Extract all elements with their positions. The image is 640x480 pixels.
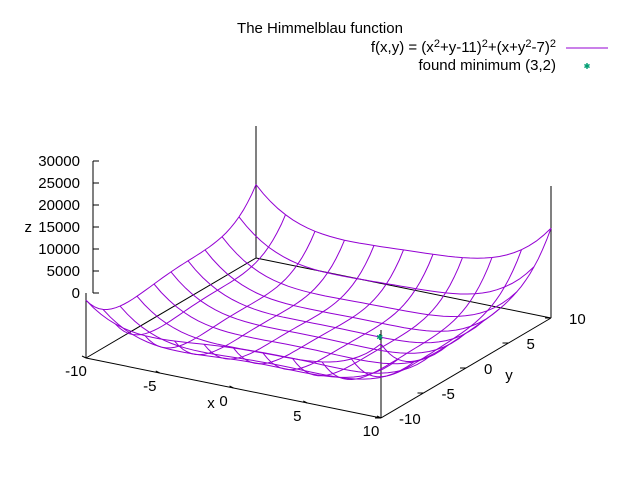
x-axis-label: x [207, 395, 215, 412]
mesh-line-const-x [262, 254, 434, 371]
x-tick-label: -10 [65, 363, 87, 380]
point-star-center [585, 64, 589, 68]
tick-labels: 0 5000 10000 15000 20000 25000 30000 -10 -5 0 5 10 -… [38, 153, 585, 440]
y-tick-label: 5 [527, 336, 535, 353]
z-tick-label: 20000 [38, 197, 80, 214]
legend-swatch-point [584, 63, 590, 69]
back-edge-top [255, 257, 552, 319]
legend-point-label: found minimum (3,2) [418, 57, 556, 74]
surface-mesh [85, 184, 552, 381]
mesh-line-const-x [233, 249, 404, 365]
mesh-line-const-y [187, 260, 484, 344]
x-tick-label: 5 [293, 408, 301, 425]
z-tick-label: 25000 [38, 175, 80, 192]
mesh-line-const-y [136, 295, 433, 374]
point-star-center [378, 335, 382, 339]
y-tick-label: 0 [484, 361, 492, 378]
minimum-points [376, 334, 383, 340]
z-axis-label: z [25, 219, 33, 236]
mesh-line-const-y [238, 216, 535, 295]
y-tick-label: 10 [569, 311, 586, 328]
mesh-line-const-y [255, 184, 552, 259]
y-tick-label: -5 [442, 386, 455, 403]
mesh-line-const-x [292, 257, 463, 377]
z-tick-label: 5000 [47, 263, 80, 280]
x-tick-mark [303, 400, 308, 404]
mesh-line-const-y [221, 236, 518, 318]
legend-point-marker [584, 63, 590, 69]
mesh-line-const-y [170, 271, 467, 354]
z-tick-label: 15000 [38, 219, 80, 236]
minimum-point [376, 334, 383, 340]
x-tick-label: 10 [363, 423, 380, 440]
x-tick-mark [155, 370, 160, 374]
mesh-line-const-y [153, 283, 450, 365]
z-tick-label: 0 [72, 285, 80, 302]
x-tick-label: -5 [143, 378, 156, 395]
mesh-line-const-y [102, 309, 399, 378]
mesh-line-const-y [204, 249, 501, 332]
y-tick-label: -10 [399, 411, 421, 428]
plot-box [81, 126, 552, 419]
x-tick-mark [229, 385, 234, 389]
mesh-line-const-y [119, 305, 416, 380]
z-tick-label: 10000 [38, 241, 80, 258]
mesh-line-const-x [203, 245, 375, 360]
legend-surface-label: f(x,y) = (x2+y-11)2+(x+y2-7)2 [371, 38, 556, 56]
chart-title: The Himmelblau function [237, 20, 403, 37]
mesh-line-const-x [351, 249, 522, 378]
y-axis-label: y [505, 367, 513, 384]
mesh-line-const-y [85, 299, 382, 363]
z-tick-label: 30000 [38, 153, 80, 170]
x-tick-mark [81, 355, 87, 359]
x-tick-label: 0 [219, 393, 227, 410]
mesh-line-const-x [144, 231, 316, 349]
